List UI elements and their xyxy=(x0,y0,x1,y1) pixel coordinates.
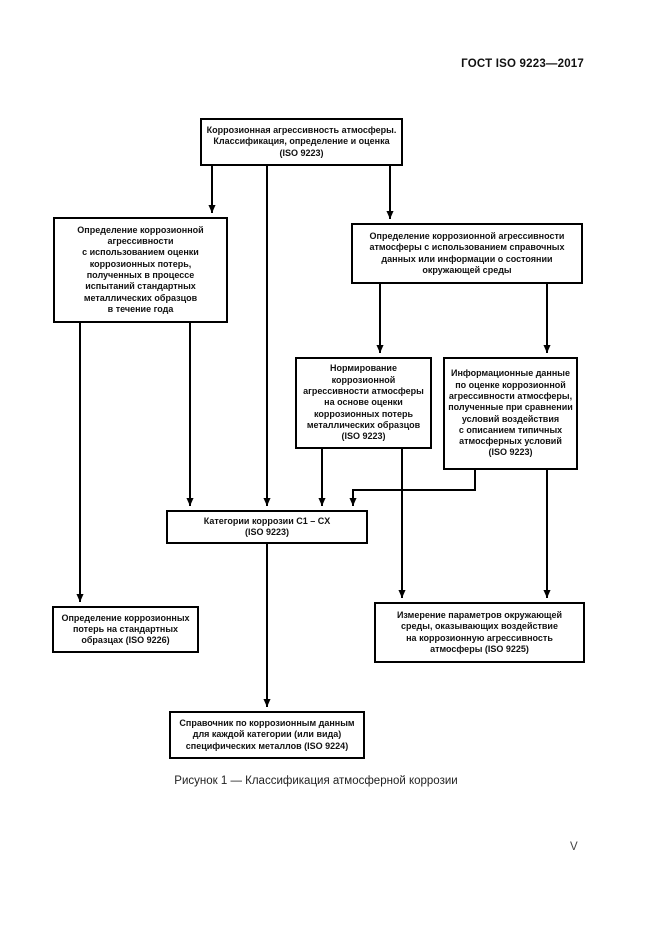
page-number: V xyxy=(570,841,578,853)
box-corrosivity-by-reference-data: Определение коррозионной агрессивности а… xyxy=(351,223,583,284)
box-corrosion-data-handbook: Справочник по коррозионным данным для ка… xyxy=(169,711,365,759)
figure-caption: Рисунок 1 — Классификация атмосферной ко… xyxy=(174,775,458,787)
box-atmospheric-corrosivity-root: Коррозионная агрессивность атмосферы. Кл… xyxy=(200,118,403,166)
connector-informative-to-categories xyxy=(349,470,476,506)
box-corrosivity-by-specimens: Определение коррозионной агрессивности с… xyxy=(53,217,228,323)
box-corrosion-loss-standard-specimens: Определение коррозионных потерь на станд… xyxy=(52,606,199,653)
box-informative-data: Информационные данные по оценке коррозио… xyxy=(443,357,578,470)
box-corrosivity-normalization: Нормирование коррозионной агрессивности … xyxy=(295,357,432,449)
box-environment-parameters-measurement: Измерение параметров окружающей среды, о… xyxy=(374,602,585,663)
standard-number-header: ГОСТ ISO 9223—2017 xyxy=(461,58,584,70)
box-corrosion-categories: Категории коррозии C1 – CX (ISO 9223) xyxy=(166,510,368,544)
